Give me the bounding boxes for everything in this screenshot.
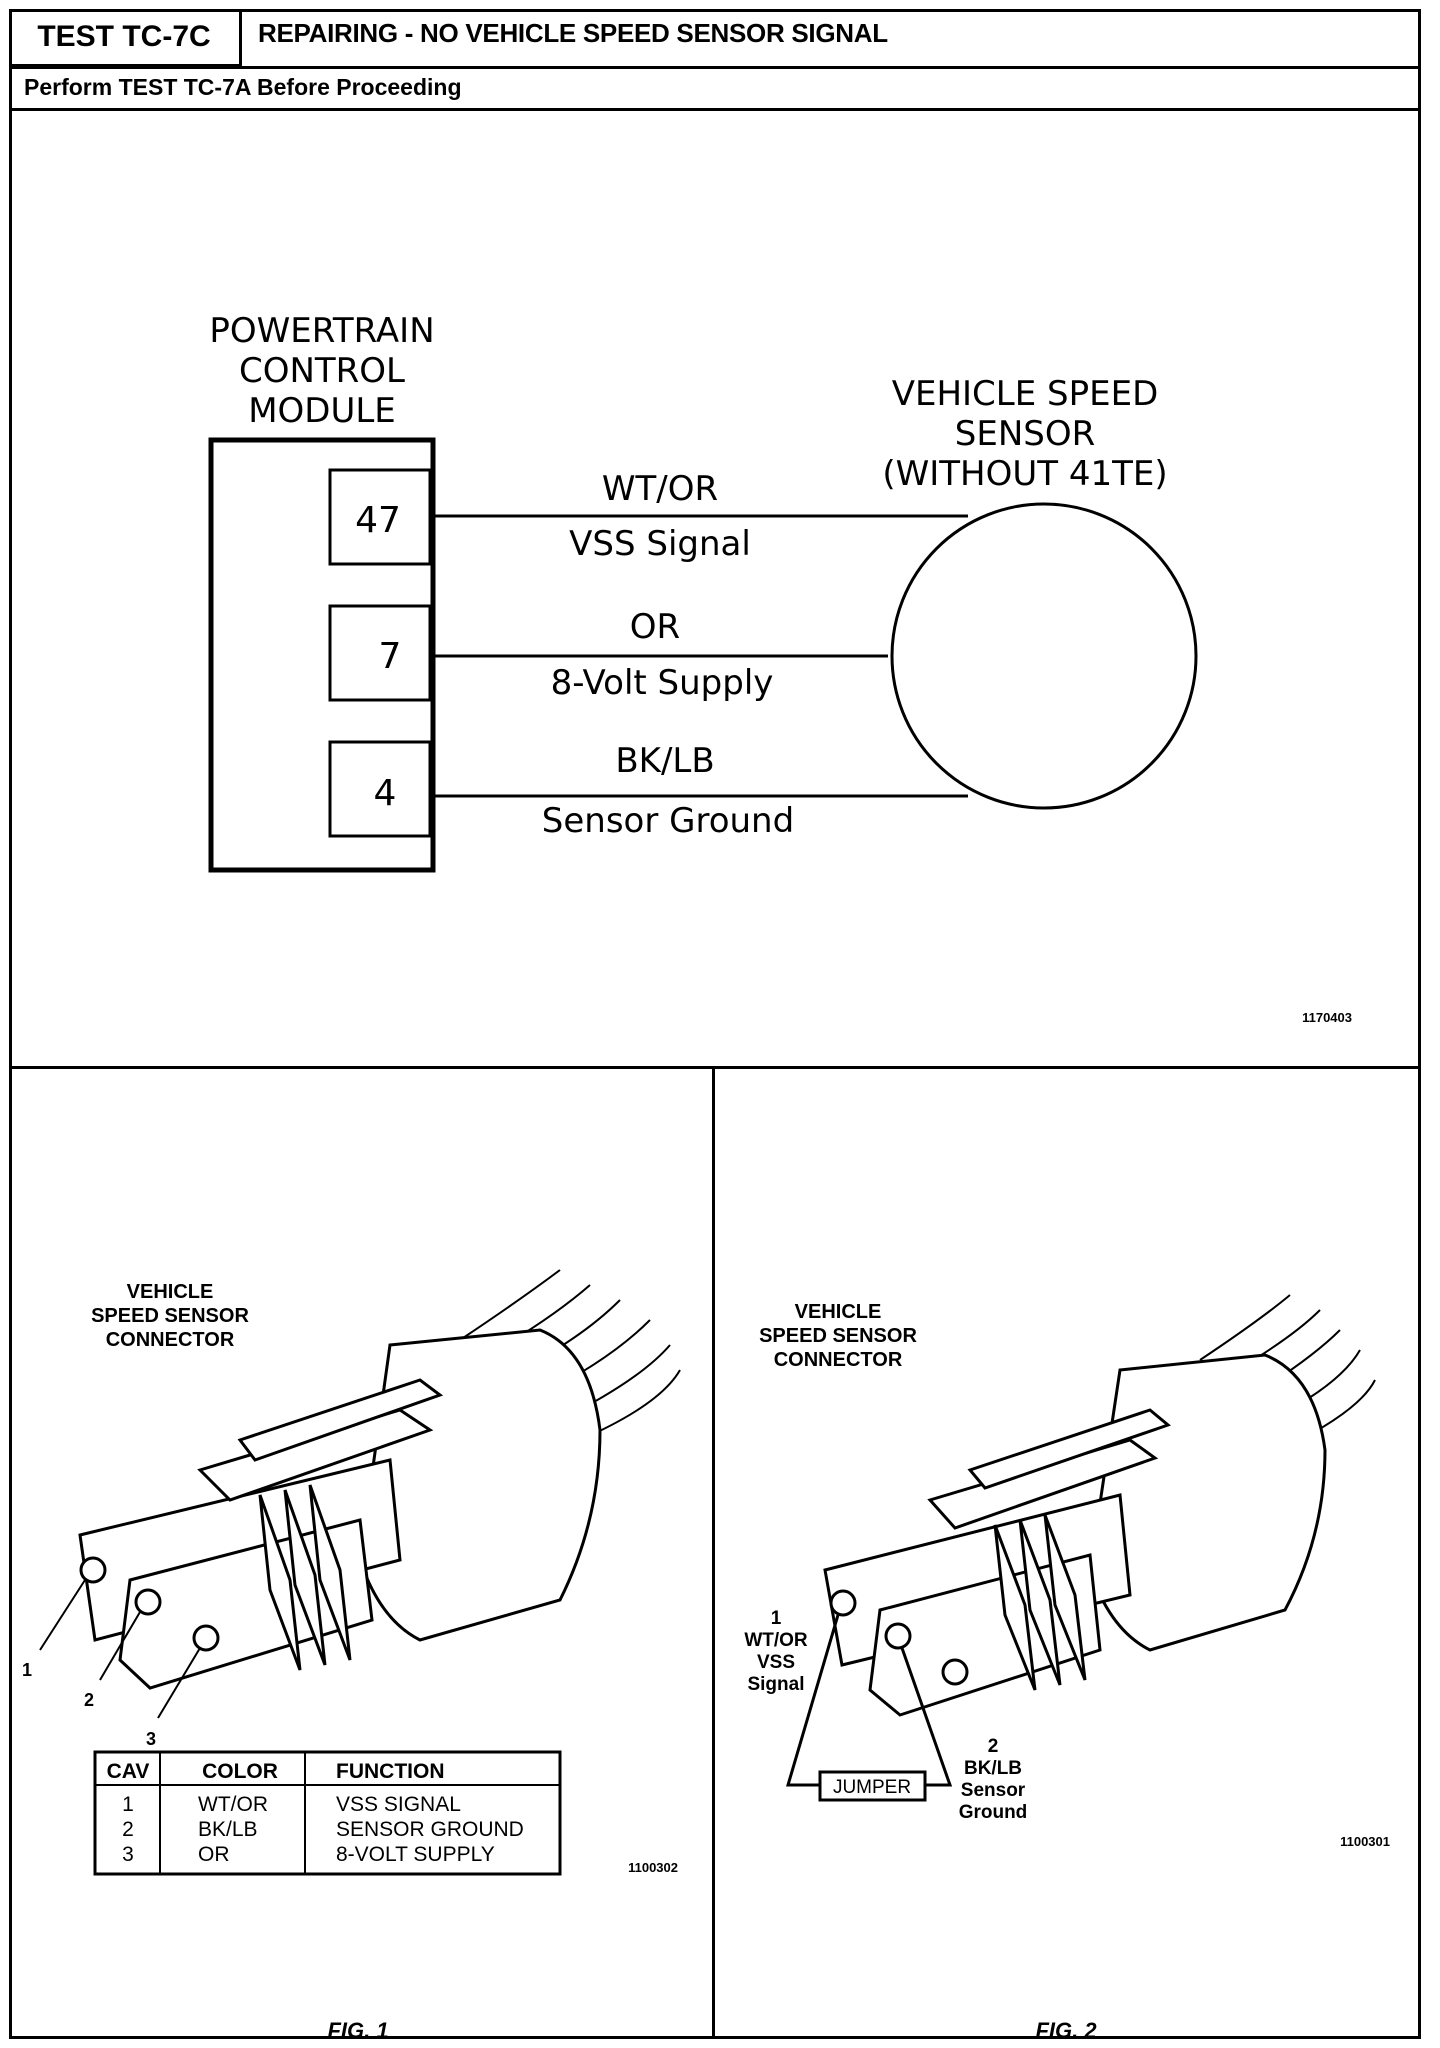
fig2-pin1-line1: VSS <box>757 1652 795 1673</box>
fig2-pin1-number: 1 <box>771 1608 782 1629</box>
table-cell: 2 <box>122 1818 134 1841</box>
callout-leader <box>39 1579 86 1651</box>
fig2-ref-number: 1100301 <box>1340 1834 1390 1849</box>
header-divider <box>9 66 1421 69</box>
fig1-cavity-3 <box>192 1624 220 1652</box>
table-header: COLOR <box>202 1760 278 1783</box>
page-frame <box>9 9 1421 2039</box>
fig2-connector-body <box>823 1353 1327 1717</box>
section-divider <box>9 1066 1421 1069</box>
fig2-cavity-1 <box>829 1589 857 1617</box>
jumper-box <box>818 1770 927 1802</box>
fig1-cavity-1 <box>79 1556 107 1584</box>
fig2-caption: FIG. 2 <box>1035 2018 1097 2043</box>
fig2-pin1-color: WT/OR <box>744 1630 808 1651</box>
sensor-label-line3: (WITHOUT 41TE) <box>882 454 1167 494</box>
table-header: FUNCTION <box>336 1760 445 1783</box>
fig1-ref-number: 1100302 <box>628 1860 678 1875</box>
pin-number: 4 <box>374 773 397 814</box>
table-cell: 3 <box>122 1843 134 1866</box>
fig1-caption: FIG. 1 <box>327 2018 388 2043</box>
header-divider-2 <box>9 108 1421 111</box>
fig2-pin2-number: 2 <box>988 1736 999 1757</box>
fig2-cavity-2 <box>884 1622 912 1650</box>
pin-number: 47 <box>355 500 401 541</box>
pin-box-7 <box>328 604 432 702</box>
fig2-label-line3: CONNECTOR <box>774 1349 903 1371</box>
fig1-label-line2: SPEED SENSOR <box>91 1305 249 1327</box>
callout-leader <box>157 1647 201 1719</box>
figure-divider <box>712 1066 715 2039</box>
fig2-cavity-3 <box>941 1658 969 1686</box>
fig1-label-line1: VEHICLE <box>127 1281 214 1303</box>
table-cell: OR <box>198 1843 230 1866</box>
fig1-label-line3: CONNECTOR <box>106 1329 235 1351</box>
fig2-pin2-color: BK/LB <box>964 1758 1022 1779</box>
wire-function-label: Sensor Ground <box>542 801 794 841</box>
sensor-label-line1: VEHICLE SPEED <box>892 374 1159 414</box>
pcm-label-line3: MODULE <box>248 391 396 431</box>
table-cell: VSS SIGNAL <box>336 1793 461 1816</box>
cavity-table <box>93 1750 562 1876</box>
fig1-callout: 3 <box>146 1729 156 1749</box>
fig2-pin1-line2: Signal <box>747 1674 804 1695</box>
fig2-pin2-line2: Ground <box>959 1802 1028 1823</box>
fig1-connector-body <box>78 1328 602 1690</box>
pcm-label-line2: CONTROL <box>239 351 405 391</box>
page-title: REPAIRING - NO VEHICLE SPEED SENSOR SIGN… <box>258 18 888 48</box>
wire-function-label: VSS Signal <box>569 524 751 564</box>
fig1-cavity-2 <box>134 1588 162 1616</box>
sensor-label-line2: SENSOR <box>955 414 1095 454</box>
wire-color-label: BK/LB <box>615 741 714 781</box>
table-cell: 8-VOLT SUPPLY <box>336 1843 495 1866</box>
pin-number: 7 <box>379 636 402 677</box>
jumper-label: JUMPER <box>833 1777 911 1798</box>
pcm-label-line1: POWERTRAIN <box>209 311 434 351</box>
wire-color-label: WT/OR <box>602 469 718 509</box>
schematic-ref-number: 1170403 <box>1302 1010 1352 1025</box>
fig2-label-line1: VEHICLE <box>795 1301 882 1323</box>
jumper-wires <box>785 1614 953 1787</box>
fig1-callout: 1 <box>22 1660 32 1680</box>
callout-leader <box>99 1611 141 1681</box>
fig2-pin2-line1: Sensor <box>961 1780 1026 1801</box>
table-header: CAV <box>107 1760 150 1783</box>
fig1-callout: 2 <box>84 1690 94 1710</box>
fig2-label-line2: SPEED SENSOR <box>759 1325 917 1347</box>
page-subtitle: Perform TEST TC-7A Before Proceeding <box>24 74 462 100</box>
table-cell: 1 <box>122 1793 134 1816</box>
table-cell: BK/LB <box>198 1818 258 1841</box>
table-cell: WT/OR <box>198 1793 268 1816</box>
vehicle-speed-sensor <box>890 502 1198 810</box>
wire-color-label: OR <box>630 607 680 647</box>
pin-box-4 <box>328 740 432 838</box>
test-id: TEST TC-7C <box>9 9 242 67</box>
wire-function-label: 8-Volt Supply <box>551 663 774 703</box>
table-cell: SENSOR GROUND <box>336 1818 524 1841</box>
